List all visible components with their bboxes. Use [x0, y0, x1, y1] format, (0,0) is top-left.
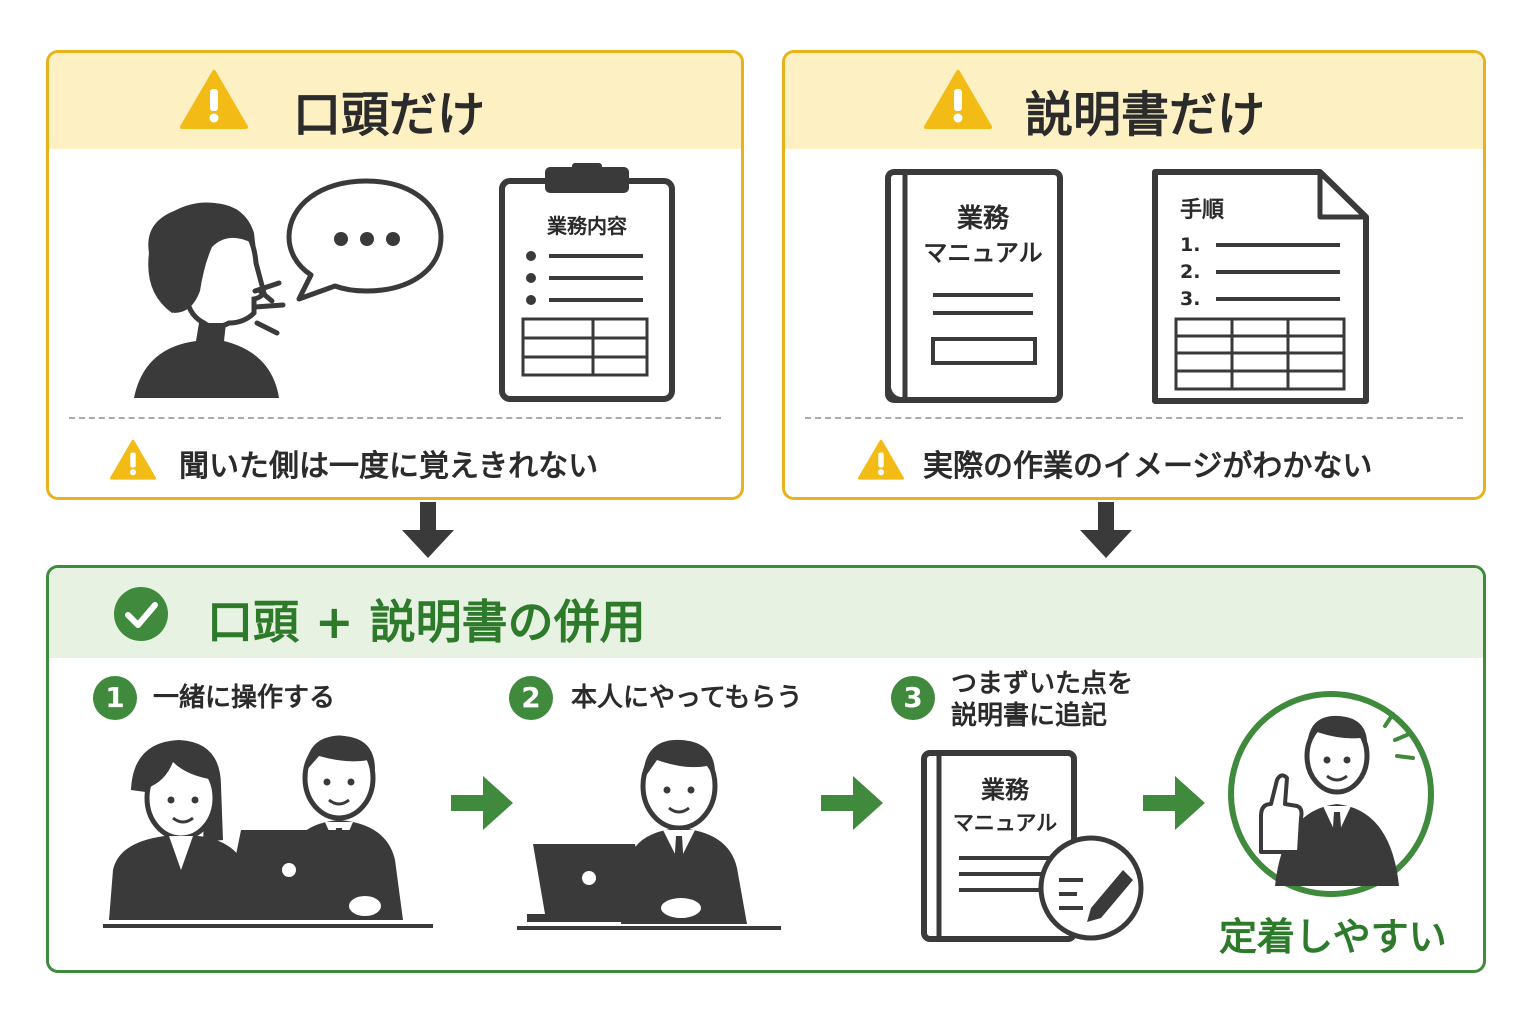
book-title-line1: 業務: [957, 204, 1010, 234]
step-1-label: 一緒に操作する: [153, 683, 336, 713]
warning-triangle-icon: [857, 439, 905, 480]
combined-header: 口頭 + 説明書の併用: [49, 568, 1483, 658]
verbal-only-title: 口頭だけ: [293, 87, 486, 143]
person-at-laptop-illustration: [517, 739, 781, 930]
manual-only-title: 説明書だけ: [1025, 87, 1266, 143]
book-title-line2: マニュアル: [923, 239, 1042, 267]
verbal-only-header: 口頭だけ: [49, 53, 741, 149]
doc-step-3: 3.: [1180, 288, 1200, 310]
speaking-woman-illustration: [134, 202, 279, 398]
speech-lines-icon: [252, 280, 286, 336]
step-2-label: 本人にやってもらう: [571, 683, 803, 713]
two-people-laptop-illustration: [103, 735, 433, 928]
clipboard-document-icon: 業務内容: [499, 163, 675, 402]
step-2-number: 2: [509, 676, 553, 720]
manual-book-icon: 業務 マニュアル: [885, 169, 1063, 403]
arrow-right-icon: [821, 776, 883, 830]
verbal-only-panel: 口頭だけ 業務内容 聞いた側は一度に覚: [46, 50, 744, 500]
verbal-only-note: 聞いた側は一度に覚えきれない: [179, 449, 599, 484]
manual-edit-illustration: 業務 マニュアル: [921, 750, 1144, 942]
manual-only-header: 説明書だけ: [785, 53, 1483, 149]
step-3-label: つまずいた点を 説明書に追記: [951, 669, 1134, 731]
manual-title-line1: 業務: [981, 776, 1030, 804]
step-1-number: 1: [93, 676, 137, 720]
combined-panel: 口頭 + 説明書の併用 1 一緒に操作する 2 本人にやってもらう: [46, 565, 1486, 973]
manual-title-line2: マニュアル: [953, 811, 1057, 835]
result-label: 定着しやすい: [1219, 915, 1447, 959]
check-circle-icon: [114, 587, 168, 641]
arrow-right-icon: [1143, 776, 1205, 830]
warning-triangle-icon: [924, 70, 992, 129]
divider: [805, 417, 1463, 419]
step-3-number: 3: [891, 676, 935, 720]
doc-step-1: 1.: [1180, 234, 1200, 256]
doc-step-2: 2.: [1180, 261, 1200, 283]
pen-icon: [1087, 870, 1133, 922]
speech-bubble-icon: [286, 178, 444, 302]
doc-title: 手順: [1180, 198, 1225, 223]
thumbs-up-person-illustration: [1228, 691, 1434, 897]
combined-title: 口頭 + 説明書の併用: [207, 595, 646, 649]
divider: [69, 417, 721, 419]
arrow-right-icon: [451, 776, 513, 830]
warning-triangle-icon: [180, 70, 248, 129]
warning-triangle-icon: [109, 439, 157, 480]
arrow-down-icon: [1080, 502, 1132, 558]
manual-only-note: 実際の作業のイメージがわかない: [923, 449, 1373, 484]
arrow-down-icon: [402, 502, 454, 558]
procedure-document-icon: 手順 1. 2. 3.: [1152, 169, 1369, 404]
clipboard-title: 業務内容: [547, 214, 627, 238]
manual-only-panel: 説明書だけ 業務 マニュアル 手順 1. 2. 3. 実際の作業のイメージがわか…: [782, 50, 1486, 500]
